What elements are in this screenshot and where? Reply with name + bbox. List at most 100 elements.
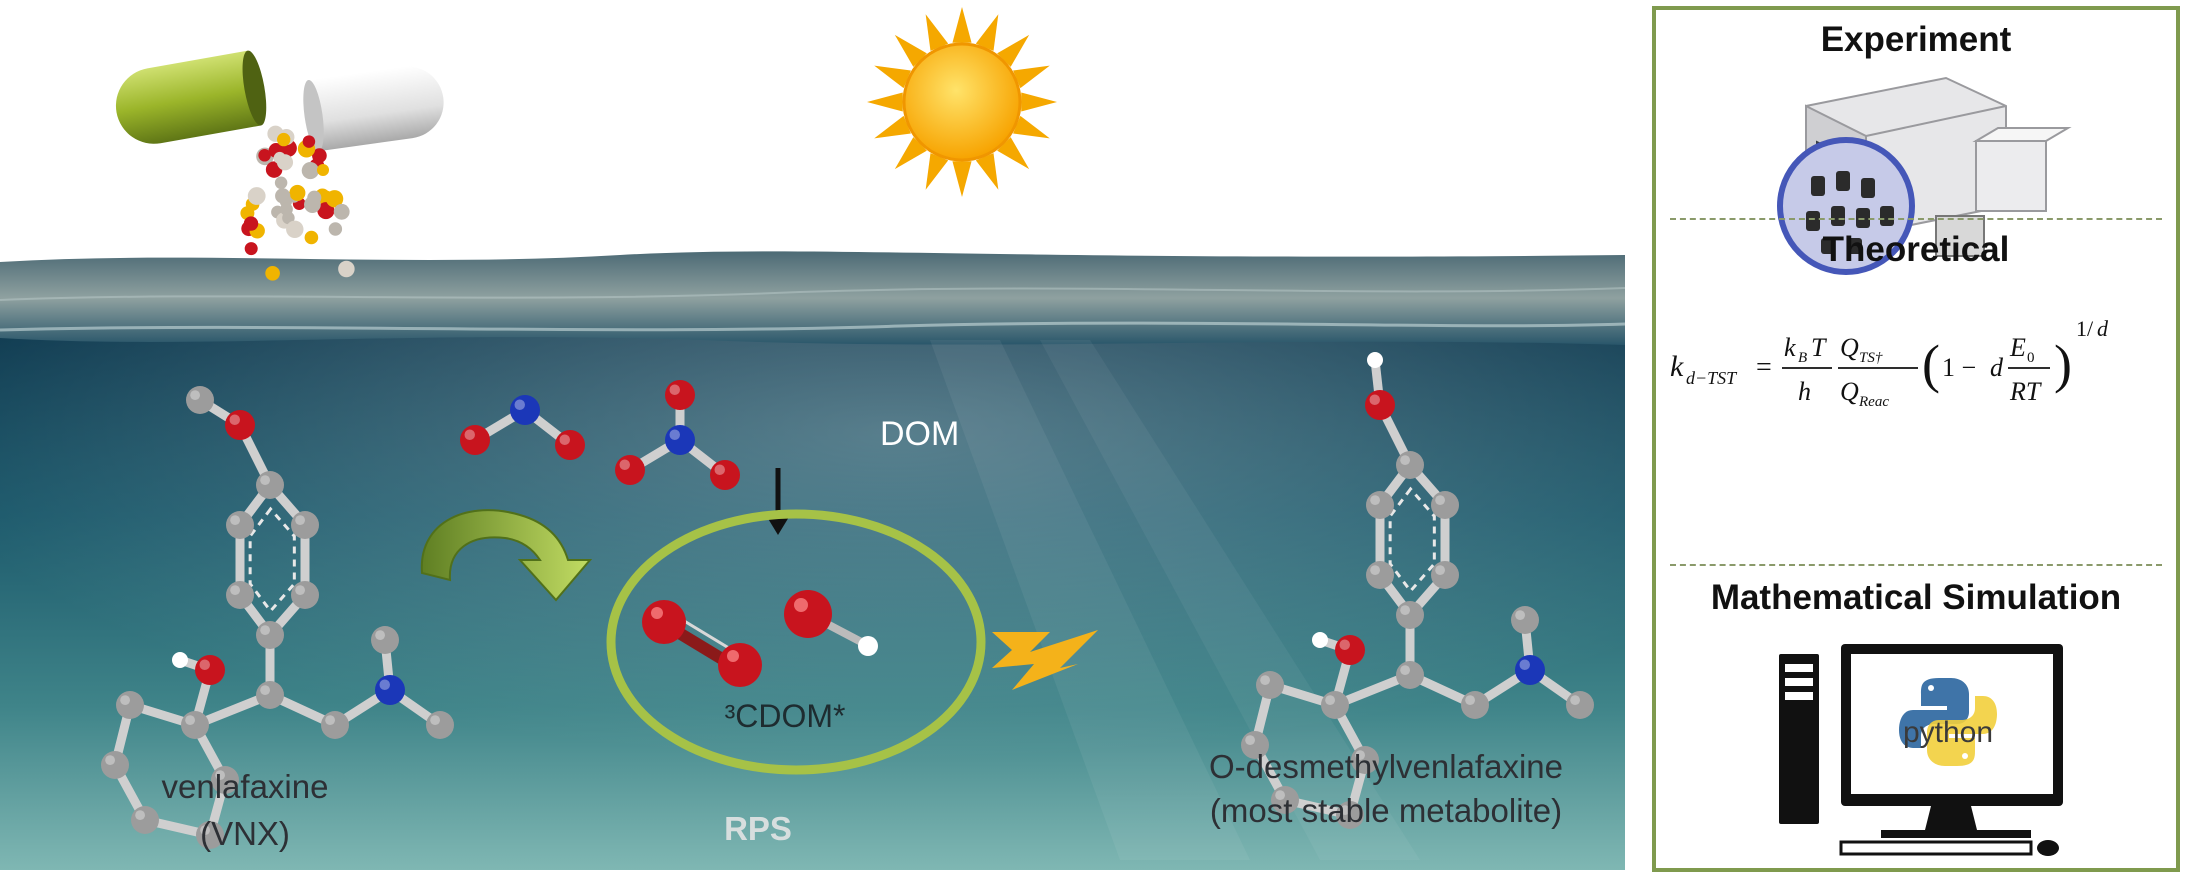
carbon-atom [1431,561,1459,589]
atom-highlight [1245,735,1255,745]
atom-highlight [1400,665,1410,675]
carbon-atom [1256,671,1284,699]
svg-text:h: h [1798,377,1811,406]
atom-highlight [1435,495,1445,505]
carbon-atom [186,386,214,414]
kinetic-rate-equation: k d−TST = k B T h Q TS† Q Reac ( 1 − d E… [1670,316,2109,410]
carbon-atom [256,471,284,499]
atom-highlight [1370,565,1380,575]
sun-ray [874,65,911,89]
atom-highlight [295,585,305,595]
atom-highlight [375,630,385,640]
atom-highlight [1325,695,1335,705]
atom-highlight [120,695,130,705]
sun-ray [894,137,927,170]
nitrate-molecule [615,380,740,490]
carbon-atom [1431,491,1459,519]
svg-text:d: d [1990,353,2004,382]
svg-text:=: = [1756,352,1772,383]
carbon-atom [1511,606,1539,634]
drug-particle [274,176,288,190]
sun-ray [894,34,927,67]
atom-highlight [1370,495,1380,505]
sun-ray [1013,65,1050,89]
atom-highlight [1340,805,1350,815]
cdom-label: ³CDOM* [725,698,846,734]
carbon-atom [291,581,319,609]
oxygen-atom [460,425,490,455]
sun-ray [997,34,1030,67]
drug-particle [273,151,286,165]
svg-text:Reac: Reac [1858,394,1889,410]
carbon-atom [1366,561,1394,589]
drug-particle [289,184,306,201]
oxygen-atom [1365,390,1395,420]
carbon-atom [226,511,254,539]
atom-highlight [464,429,475,440]
sun-ray [975,153,999,190]
drug-particle [286,220,304,239]
carbon-atom [1351,746,1379,774]
sunbeam [930,340,1250,860]
rps-ring [606,509,986,775]
nitrogen-atom [375,675,405,705]
surface-wave [0,287,1625,301]
sun-ray [952,7,972,43]
section-divider [1670,564,2162,566]
atom-highlight [260,625,270,635]
svg-text:k: k [1670,350,1684,383]
atom-highlight [514,399,525,410]
svg-text:TS†: TS† [1859,350,1883,366]
drug-particle [275,188,291,204]
atom-highlight [190,390,201,400]
drug-particle [265,265,280,281]
atom-highlight [105,755,115,765]
svg-text:(: ( [1922,334,1940,394]
sun-ray [997,137,1030,170]
atom-highlight [185,715,196,725]
atom-highlight [199,659,210,670]
oxygen-atom [225,410,255,440]
atom-highlight [1355,750,1365,760]
hydrogen-atom [1367,352,1383,368]
atom-highlight [135,810,146,820]
drug-particle [301,162,319,180]
drug-particle [247,187,266,205]
atom-highlight [1369,394,1380,405]
computer-python-illustration: python [1779,644,2063,856]
sun-ray [1021,92,1057,112]
drug-particle [317,202,335,220]
svg-text:B: B [1798,350,1807,366]
carbon-atom [1396,601,1424,629]
oxygen-atom [710,460,740,490]
carbon-atom [1321,691,1349,719]
lightning-icon [992,630,1098,690]
sun-icon [867,7,1057,197]
atom-highlight [215,770,226,780]
oxygen-atom [555,430,585,460]
atom-highlight [1400,605,1410,615]
atom-highlight [260,685,270,695]
simulation-title: Mathematical Simulation [1710,578,2122,617]
atom-highlight [1570,695,1580,705]
drug-particle [302,135,316,148]
carbon-atom [426,711,454,739]
carbon-atom [196,821,224,849]
drug-particle [333,203,350,220]
carbon-atom [1396,451,1424,479]
atom-highlight [1465,695,1475,705]
drug-particle [304,230,319,245]
svg-text:k: k [1784,333,1796,362]
dom-label: DOM [880,415,959,453]
sun-ray [925,14,949,51]
carbon-atom [291,511,319,539]
sunbeam [1040,340,1420,860]
vnx-label: (VNX) [200,815,290,852]
hydrogen-atom [172,652,188,668]
atom-highlight [619,459,630,470]
nitrogen-atom [510,395,540,425]
carbon-atom [1336,801,1364,829]
nitrogen-atom [1515,655,1545,685]
drug-particles [240,125,355,281]
capsule-icon [115,50,444,152]
